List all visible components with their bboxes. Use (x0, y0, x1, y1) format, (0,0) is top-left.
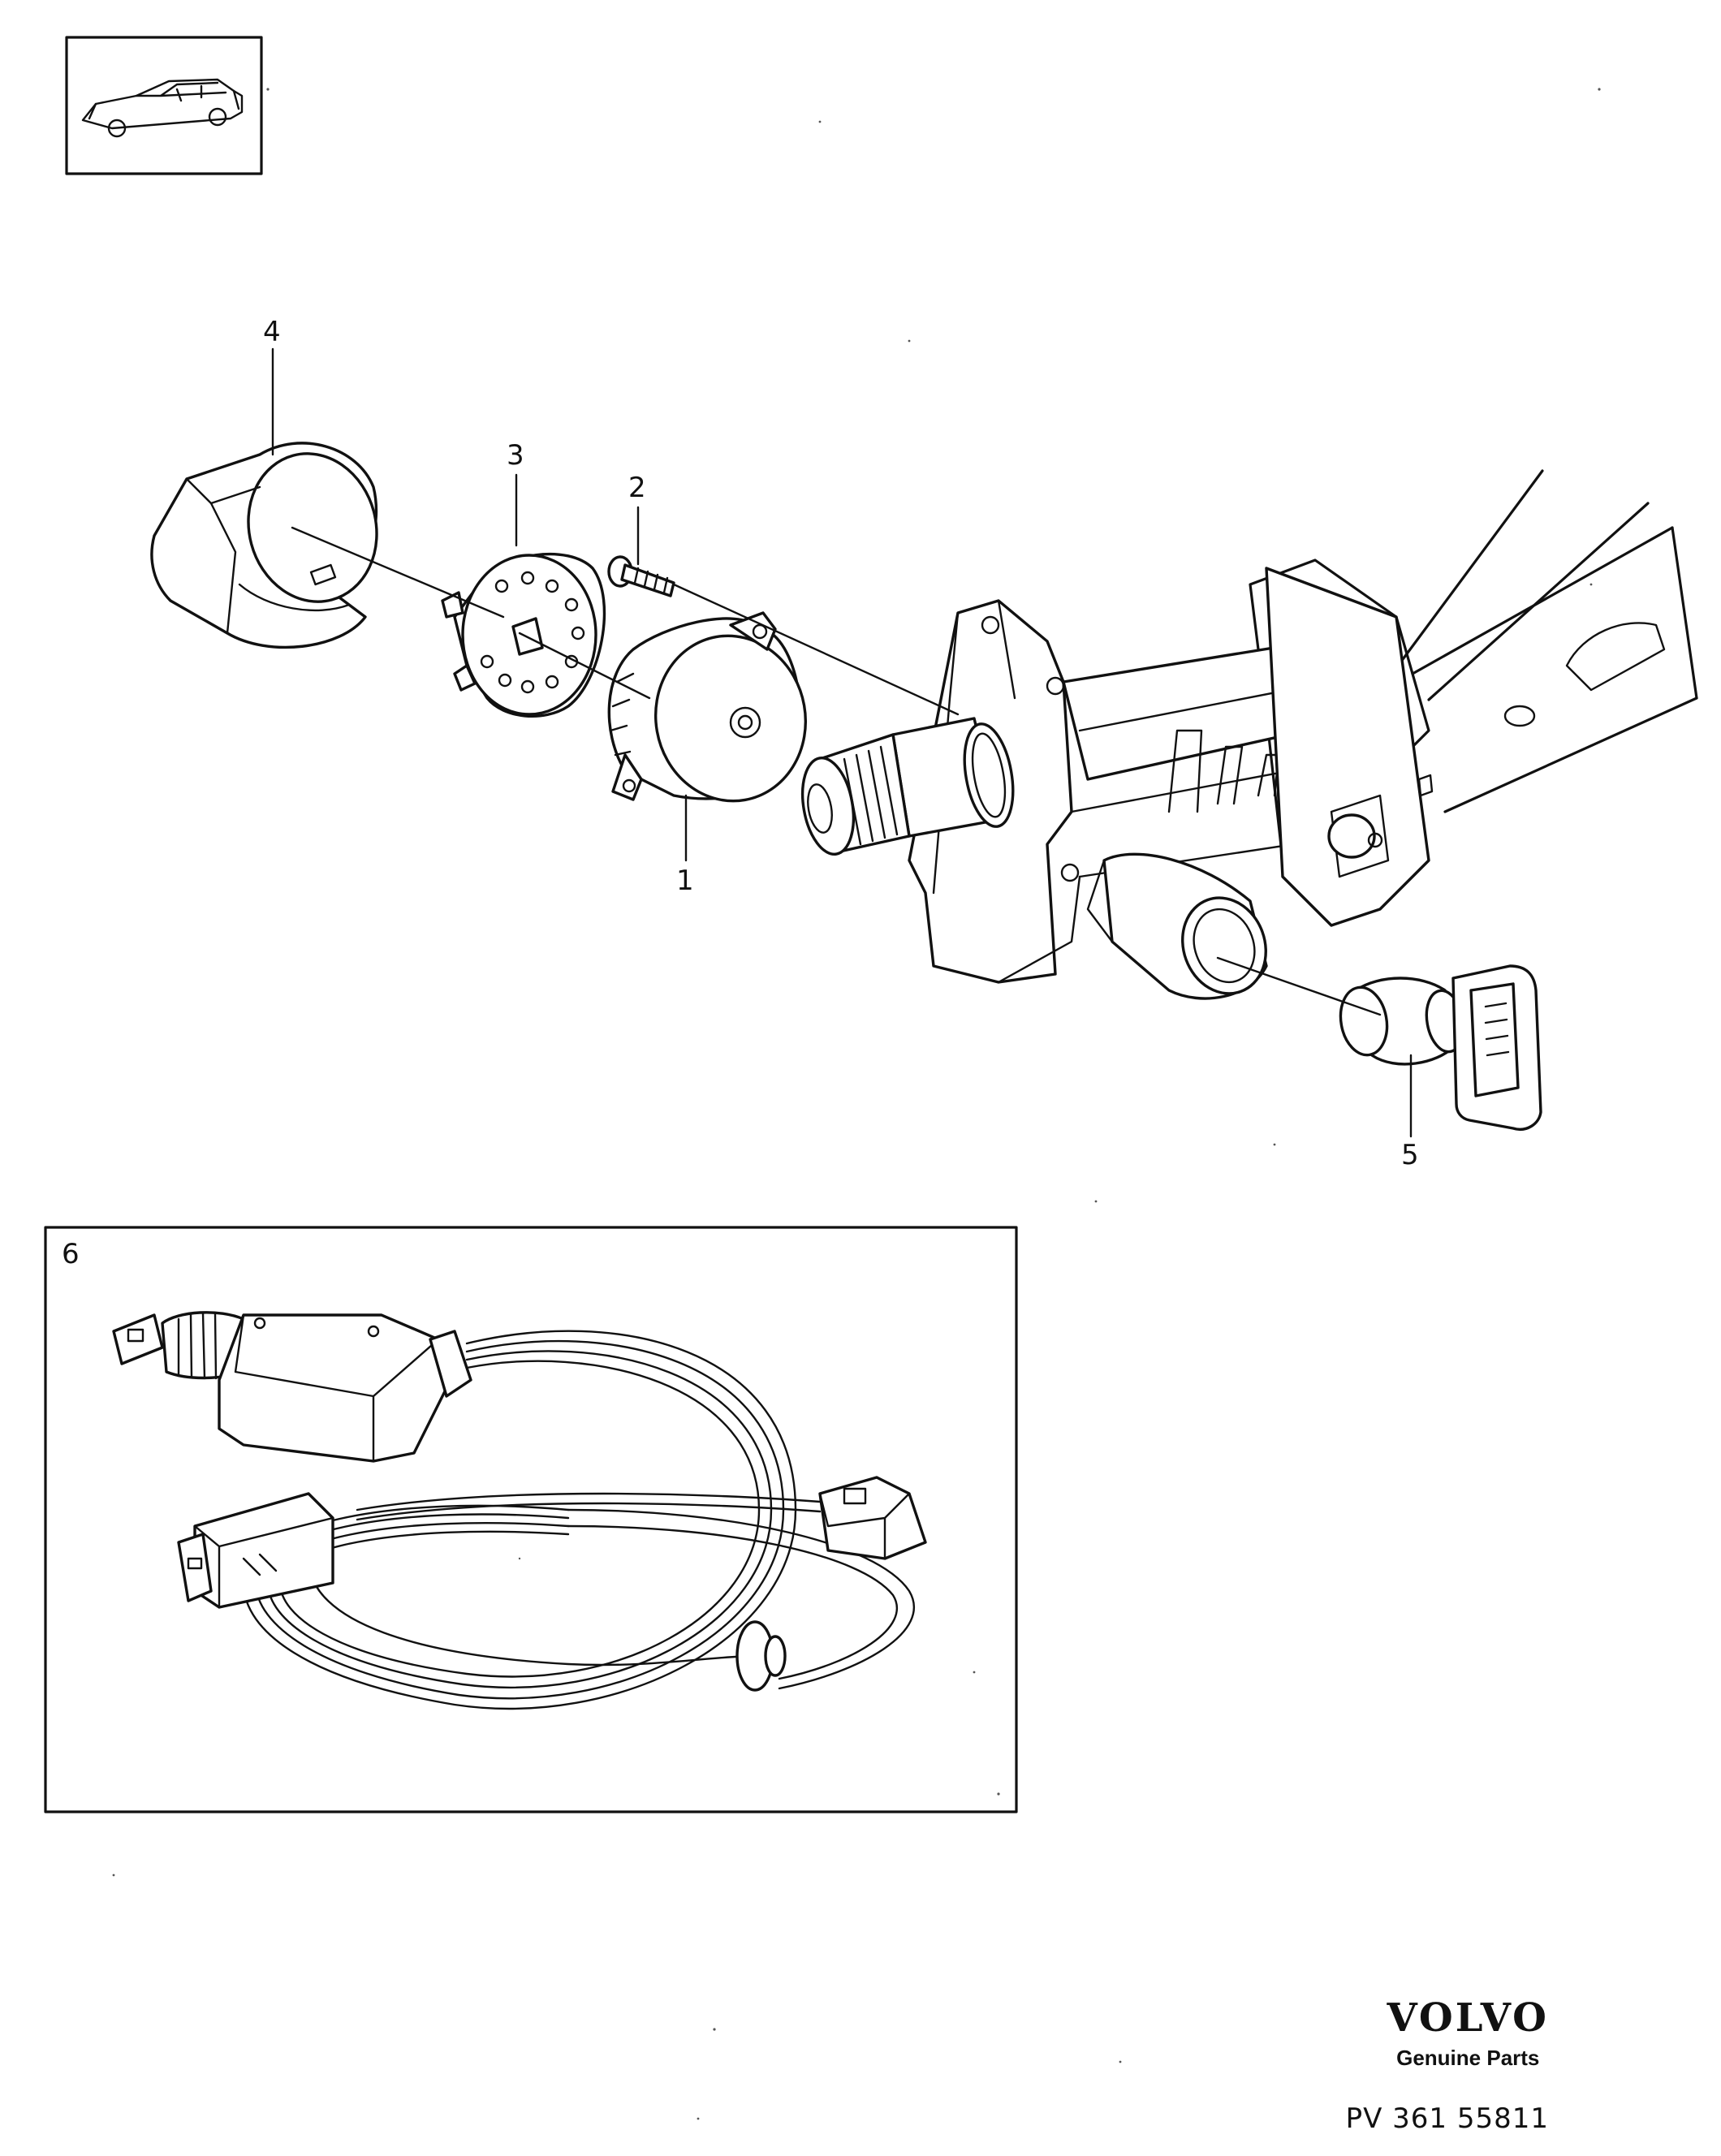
inset-cable-harness: 6 (44, 1226, 1018, 1813)
volvo-logo: VOLVO (1387, 1995, 1549, 2041)
brand-subtitle: Genuine Parts (1396, 2046, 1540, 2070)
part-cover (150, 442, 378, 649)
part-lock-cylinder (1339, 964, 1542, 1131)
part-harness-grommet (735, 1620, 787, 1692)
callout-labels: 1 2 3 4 5 (263, 316, 1419, 1171)
scan-specks (112, 88, 1601, 2120)
callout-5: 5 (1401, 1139, 1419, 1171)
callout-3: 3 (507, 439, 524, 472)
diagram-reference: PV 361 55811 (1345, 2102, 1549, 2135)
mounting-plate (1265, 567, 1434, 927)
leader-lines (271, 347, 1413, 1138)
car-thumbnail (65, 36, 263, 175)
callout-6: 6 (62, 1238, 80, 1270)
car-thumbnail-icon (81, 78, 244, 138)
callout-4: 4 (263, 316, 281, 348)
callout-2: 2 (628, 472, 646, 504)
part-harness-switch (112, 1311, 472, 1463)
part-screw (607, 555, 675, 597)
part-harness-connector-right (818, 1476, 927, 1560)
steering-shaft (800, 717, 1015, 856)
callout-1: 1 (676, 865, 694, 897)
brand-block: VOLVO Genuine Parts (1387, 1999, 1549, 2071)
lock-cylinder-tube (1086, 852, 1268, 1000)
part-contact-plate (441, 552, 606, 718)
part-ignition-switch (607, 611, 808, 803)
part-harness-connector-left (177, 1492, 334, 1609)
